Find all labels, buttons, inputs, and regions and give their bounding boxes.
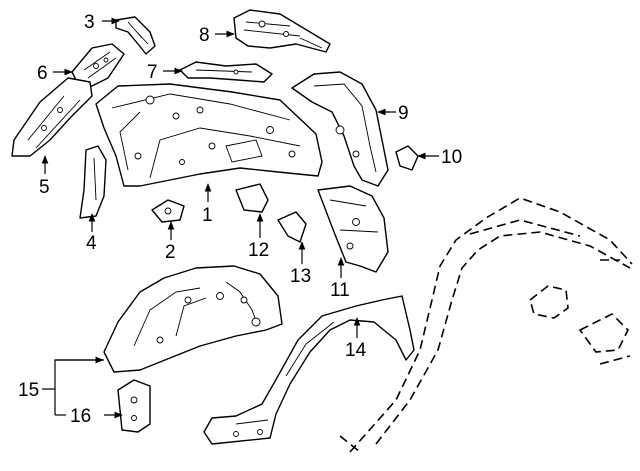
callout-1: 1 <box>202 205 213 226</box>
callout-6: 6 <box>37 63 48 84</box>
callout-labels: 3 8 6 7 9 10 5 1 4 2 12 13 11 14 15 16 <box>18 12 462 427</box>
callout-16: 16 <box>70 406 91 427</box>
callout-12: 12 <box>248 240 269 261</box>
callout-2: 2 <box>165 242 176 263</box>
part-2-bracket[interactable] <box>151 199 185 223</box>
part-16-inner-piece[interactable] <box>117 379 151 433</box>
part-4-pillar-brace[interactable] <box>79 145 107 219</box>
part-11-reinforcement[interactable] <box>317 185 389 273</box>
part-8-upper-rail[interactable] <box>233 9 331 53</box>
part-7-extension[interactable] <box>179 61 273 83</box>
callout-8: 8 <box>199 25 210 46</box>
part-3-bracket[interactable] <box>115 16 156 55</box>
part-9-wheelhouse-outer[interactable] <box>291 71 389 187</box>
part-15-wheelhouse-assembly[interactable] <box>103 265 283 373</box>
callout-9: 9 <box>398 103 409 124</box>
part-10-clip[interactable] <box>395 145 419 171</box>
callout-15: 15 <box>18 380 39 401</box>
part-1-inner-panel[interactable] <box>95 83 323 187</box>
part-5-lower-rail[interactable] <box>11 77 93 157</box>
outer-quarter-panel-outline <box>339 197 633 453</box>
callout-11: 11 <box>330 280 350 301</box>
part-14-wheel-arch[interactable] <box>203 295 415 445</box>
leader-lines <box>41 17 439 419</box>
callout-5: 5 <box>39 177 50 198</box>
callout-7: 7 <box>147 62 158 83</box>
part-13-plate[interactable] <box>277 211 307 243</box>
part-12-reinforcement[interactable] <box>235 183 269 213</box>
callout-13: 13 <box>290 266 311 287</box>
callout-4: 4 <box>86 233 97 254</box>
callout-14: 14 <box>345 340 367 361</box>
callout-10: 10 <box>441 147 462 168</box>
callout-3: 3 <box>84 12 95 33</box>
